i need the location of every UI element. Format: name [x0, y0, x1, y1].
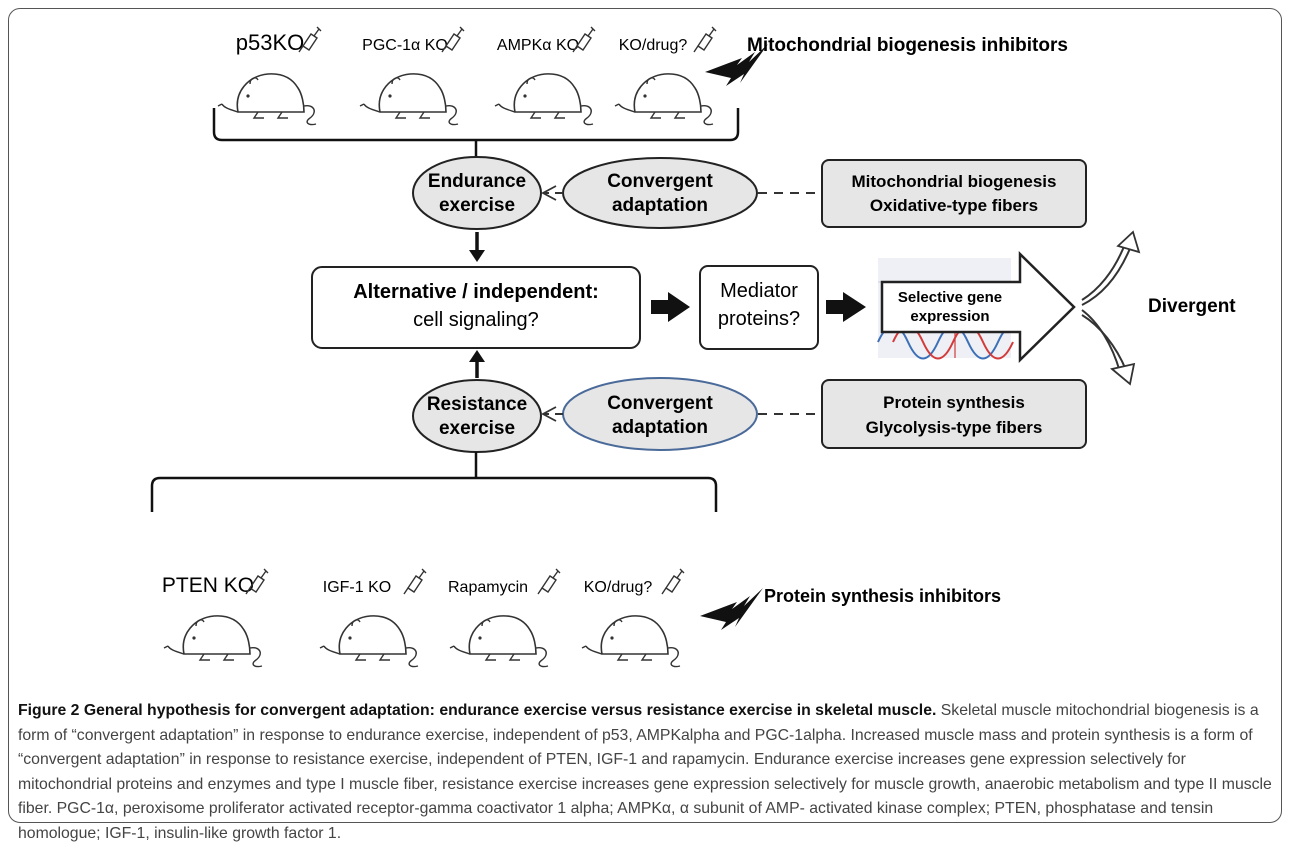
selective-arrow [880, 251, 1076, 363]
arrow-right-icon [651, 292, 690, 322]
alternative-box: Alternative / independent: cell signalin… [311, 266, 641, 349]
bracket-bottom [150, 476, 718, 512]
node-line: adaptation [612, 417, 708, 438]
mouse-icon [163, 615, 263, 668]
endurance-node: Endurance exercise [412, 156, 542, 230]
mouse-label: PGC-1α KO [362, 37, 448, 54]
node-line: cell signaling? [413, 309, 539, 331]
node-line: Mitochondrial biogenesis [852, 172, 1057, 191]
arrowhead-open [541, 406, 557, 422]
mouse-icon [217, 73, 317, 126]
node-line: Mediator [720, 280, 798, 302]
mouse-icon [449, 615, 549, 668]
mouse-label: p53KO [236, 30, 305, 55]
inhibitor-label-top: Mitochondrial biogenesis inhibitors [747, 35, 1068, 56]
arrowhead [469, 250, 485, 262]
mouse-icon [359, 73, 459, 126]
divergent-arrows [1081, 230, 1141, 386]
mouse-label: AMPKα KO [497, 37, 579, 54]
node-line: proteins? [718, 308, 800, 330]
node-line: Selective gene [898, 289, 1002, 306]
node-line: Resistance [427, 394, 527, 415]
syringe-icon [693, 26, 717, 53]
mouse-icon [319, 615, 419, 668]
convergent-node-top: Convergent adaptation [562, 157, 758, 229]
bracket-top [212, 108, 740, 142]
node-line: Endurance [428, 171, 526, 192]
node-line: adaptation [612, 195, 708, 216]
node-line: exercise [439, 418, 515, 439]
node-line: Convergent [607, 393, 713, 414]
arrowhead-open [541, 185, 557, 201]
figure-frame [8, 8, 1282, 823]
inhibitor-label-bottom: Protein synthesis inhibitors [764, 586, 1001, 606]
node-line: Alternative / independent: [353, 281, 599, 303]
figure-caption: Figure 2 General hypothesis for converge… [18, 699, 1274, 846]
node-line: Convergent [607, 171, 713, 192]
outcome-box-top: Mitochondrial biogenesis Oxidative-type … [821, 159, 1087, 228]
mouse-label: KO/drug? [584, 579, 653, 596]
convergent-node-bottom: Convergent adaptation [562, 377, 758, 451]
mouse-label: PTEN KO [162, 574, 254, 597]
outcome-box-bottom: Protein synthesis Glycolysis-type fibers [821, 379, 1087, 449]
mediator-box: Mediator proteins? [699, 265, 819, 350]
syringe-icon [537, 568, 561, 595]
resistance-node: Resistance exercise [412, 379, 542, 453]
syringe-icon [403, 568, 427, 595]
mouse-label: KO/drug? [619, 37, 688, 54]
arrowhead [469, 350, 485, 362]
node-line: exercise [439, 195, 515, 216]
node-line: Oxidative-type fibers [870, 196, 1038, 215]
mouse-label: Rapamycin [448, 579, 528, 596]
arrow-right-icon [826, 292, 866, 322]
node-line: expression [910, 308, 989, 325]
node-line: Glycolysis-type fibers [866, 418, 1043, 437]
syringe-icon [661, 568, 685, 595]
caption-body: Skeletal muscle mitochondrial biogenesis… [18, 702, 1272, 842]
mouse-group-bottom: PTEN KO IGF-1 KO Rapamycin KO/drug? [162, 568, 685, 668]
divergent-label: Divergent [1148, 296, 1236, 317]
lightning-icon [705, 44, 768, 86]
mouse-icon [494, 73, 594, 126]
node-line: Protein synthesis [883, 393, 1025, 412]
mouse-group-top: p53KO PGC-1α KO AMPKα KO KO/drug? [217, 26, 717, 126]
mouse-icon [614, 73, 714, 126]
caption-title: Figure 2 General hypothesis for converge… [18, 702, 937, 719]
mouse-icon [581, 615, 681, 668]
diagram: p53KO PGC-1α KO AMPKα KO KO/drug? Mitoch… [150, 26, 1236, 668]
lightning-icon [700, 588, 763, 630]
mouse-label: IGF-1 KO [323, 579, 391, 596]
